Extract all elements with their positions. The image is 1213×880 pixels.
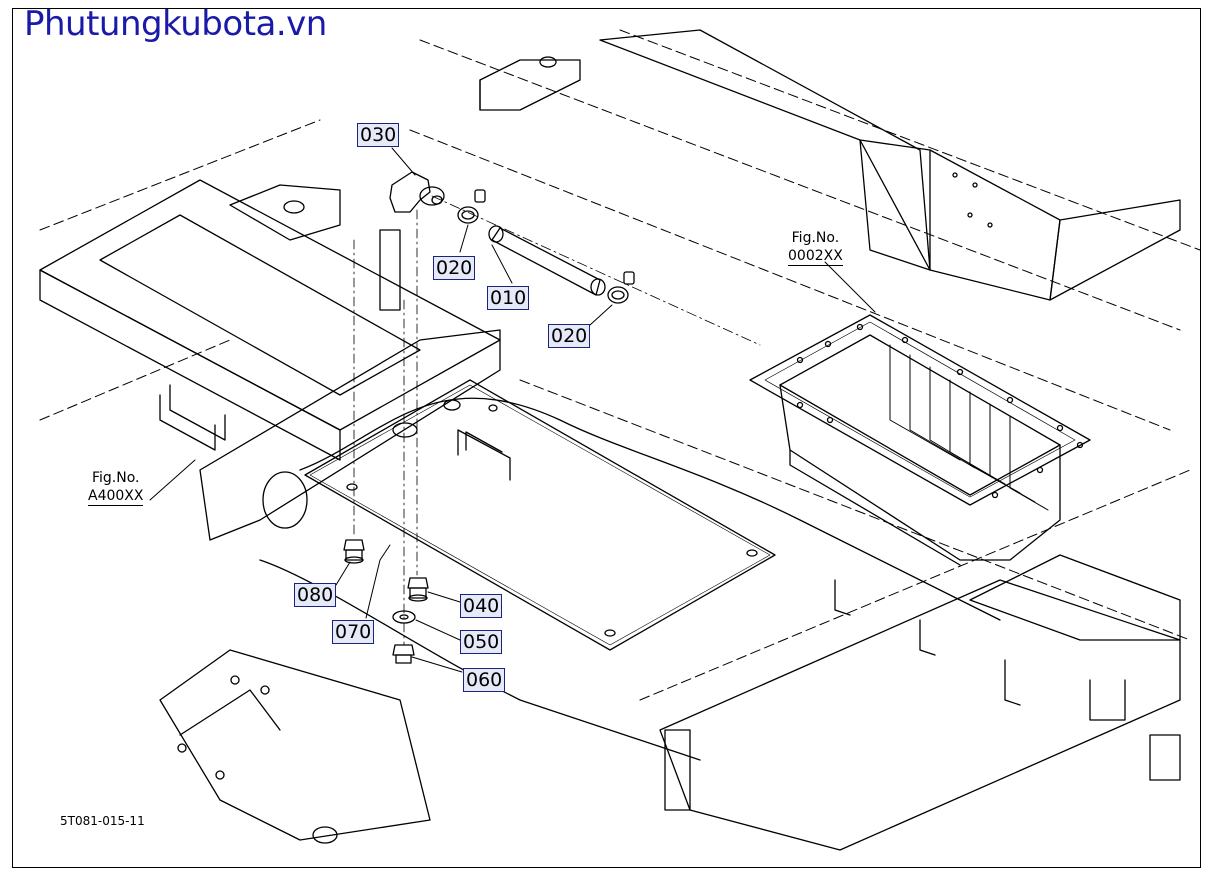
callout-030[interactable]: 030 [357, 123, 400, 147]
fig-ref-label: Fig.No. [791, 230, 840, 246]
plug-060 [392, 644, 415, 664]
hose-elbow-030 [389, 171, 445, 213]
callout-050[interactable]: 050 [460, 630, 503, 654]
callout-070[interactable]: 070 [332, 620, 375, 644]
callout-060[interactable]: 060 [463, 668, 506, 692]
callout-040[interactable]: 040 [460, 594, 503, 618]
fig-ref-label: Fig.No. [91, 470, 140, 486]
fig-ref-oil-pan[interactable]: Fig.No. 0002XX [788, 229, 843, 266]
washer-050 [392, 610, 416, 624]
hose-010 [488, 225, 606, 296]
fig-ref-code: 0002XX [788, 248, 843, 266]
drawing-frame [12, 8, 1201, 868]
bolt-040 [407, 577, 429, 602]
drawing-number: 5T081-015-11 [60, 814, 145, 828]
callout-020-lower[interactable]: 020 [548, 324, 591, 348]
fig-ref-code: A400XX [88, 488, 144, 506]
lower-frame-rails [159, 397, 1181, 851]
site-watermark: Phutungkubota.vn [24, 4, 327, 44]
callout-020-upper[interactable]: 020 [433, 256, 476, 280]
cover-plate [304, 379, 776, 651]
left-frame [39, 179, 501, 541]
bolt-080 [343, 539, 365, 564]
leader-lines [149, 147, 876, 673]
clamp-020-lower [607, 271, 635, 304]
fig-ref-frame[interactable]: Fig.No. A400XX [88, 469, 144, 506]
callout-080[interactable]: 080 [294, 583, 337, 607]
upper-cross-member [479, 29, 1181, 301]
oil-pan [749, 314, 1091, 566]
callout-010[interactable]: 010 [487, 286, 530, 310]
background-frame-lines [39, 29, 1201, 701]
